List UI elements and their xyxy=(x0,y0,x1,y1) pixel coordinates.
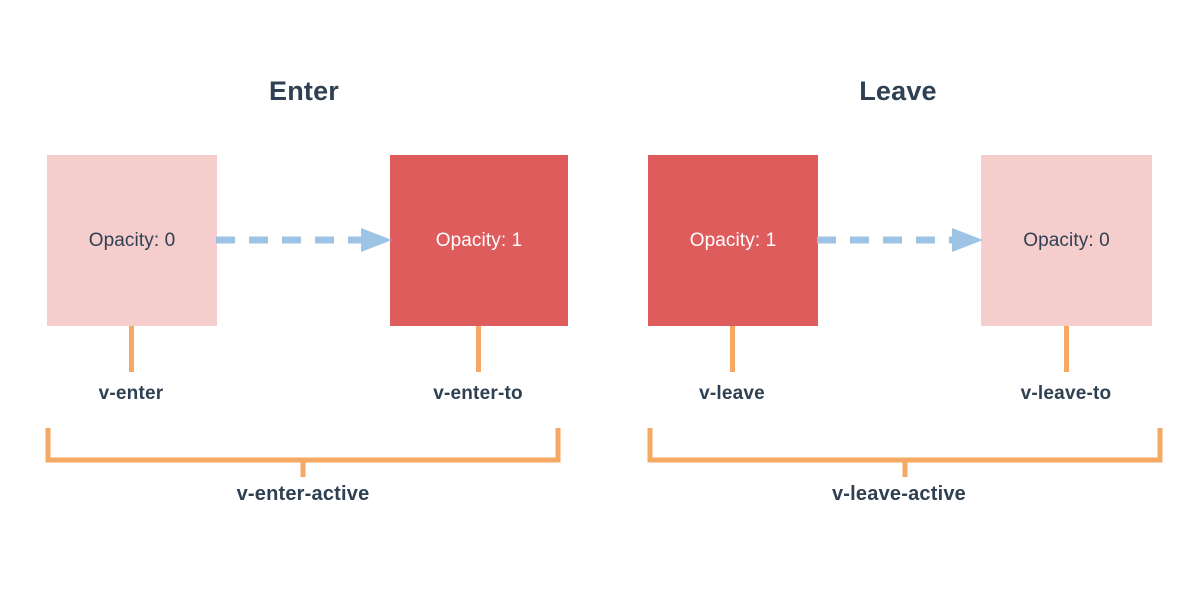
v-leave-active-bracket xyxy=(647,428,1163,477)
class-label-v-leave: v-leave xyxy=(699,383,765,404)
class-label-v-leave-to: v-leave-to xyxy=(1020,383,1112,404)
v-enter-active-bracket xyxy=(45,428,561,477)
class-label-v-enter-active: v-enter-active xyxy=(236,483,370,505)
v-leave-to-tick-stem xyxy=(1064,326,1069,372)
leave-to-state-box: Opacity: 0 xyxy=(981,155,1152,326)
enter-from-state-box: Opacity: 0 xyxy=(47,155,217,326)
enter-to-state-box: Opacity: 1 xyxy=(390,155,568,326)
panel-title-leave: Leave xyxy=(859,76,937,106)
v-leave-tick-stem xyxy=(730,326,735,372)
v-enter-tick-stem xyxy=(129,326,134,372)
v-enter-to-tick-stem xyxy=(476,326,481,372)
panel-title-enter: Enter xyxy=(268,76,340,106)
enter-transition-arrow-icon xyxy=(216,228,392,252)
class-label-v-enter-to: v-enter-to xyxy=(433,383,523,404)
class-label-v-enter: v-enter xyxy=(98,383,164,404)
leave-from-opacity-label: Opacity: 1 xyxy=(689,230,777,251)
class-label-v-leave-active: v-leave-active xyxy=(831,483,966,505)
leave-to-opacity-label: Opacity: 0 xyxy=(1023,230,1110,251)
leave-transition-arrow-icon xyxy=(817,228,983,252)
enter-to-opacity-label: Opacity: 1 xyxy=(435,230,523,251)
leave-from-state-box: Opacity: 1 xyxy=(648,155,818,326)
enter-from-opacity-label: Opacity: 0 xyxy=(88,230,176,251)
